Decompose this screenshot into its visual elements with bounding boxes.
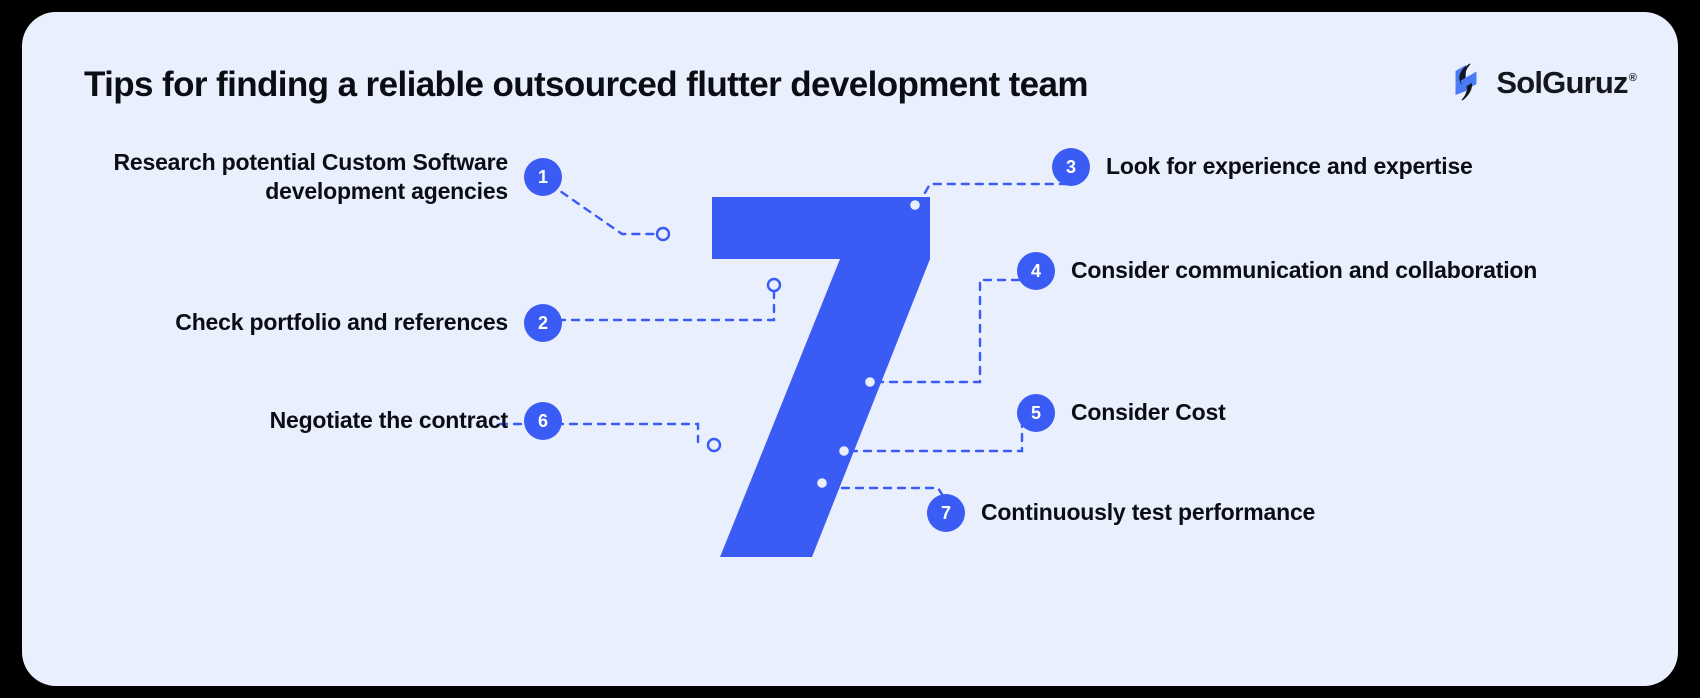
tip-badge-1[interactable]: 1 [524, 158, 562, 197]
tip-badge-3[interactable]: 3 [1052, 148, 1090, 186]
brand-name: SolGuruz® [1496, 64, 1637, 100]
registered-mark: ® [1628, 72, 1637, 85]
page-title: Tips for finding a reliable outsourced f… [84, 65, 1089, 104]
tip-item-1[interactable]: Research potential Custom Software devel… [82, 148, 562, 207]
tip-item-4[interactable]: 4 Consider communication and collaborati… [1017, 252, 1607, 290]
solguruz-hex-swoosh-logo-icon [1445, 61, 1487, 103]
tip-label-1: Research potential Custom Software devel… [113, 149, 508, 205]
tip-badge-5[interactable]: 5 [1017, 394, 1055, 432]
brand-name-text: SolGuruz [1496, 64, 1628, 100]
tip-label-7: Continuously test performance [981, 499, 1316, 526]
tip-label-4: Consider communication and collaboration [1071, 257, 1538, 284]
tip-badge-2[interactable]: 2 [524, 304, 562, 342]
tip-label-5: Consider Cost [1071, 399, 1226, 426]
tip-item-3[interactable]: 3 Look for experience and expertise [1052, 148, 1612, 186]
tip-label-6: Negotiate the contract [269, 407, 509, 434]
infographic-card: Tips for finding a reliable outsourced f… [22, 12, 1678, 686]
tip-label-3: Look for experience and expertise [1106, 153, 1473, 180]
tip-badge-7[interactable]: 7 [927, 494, 965, 532]
tip-badge-6[interactable]: 6 [524, 402, 562, 440]
brand-logo: SolGuruz® [1445, 60, 1637, 104]
connector-endpoint-1 [655, 226, 671, 242]
tip-label-2: Check portfolio and references [175, 309, 508, 336]
tip-item-5[interactable]: 5 Consider Cost [1017, 394, 1577, 432]
tip-item-7[interactable]: 7 Continuously test performance [927, 494, 1587, 532]
tip-item-2[interactable]: Check portfolio and references 2 [82, 304, 562, 342]
tip-badge-4[interactable]: 4 [1017, 252, 1055, 290]
tip-item-6[interactable]: Negotiate the contract 6 [82, 402, 562, 440]
